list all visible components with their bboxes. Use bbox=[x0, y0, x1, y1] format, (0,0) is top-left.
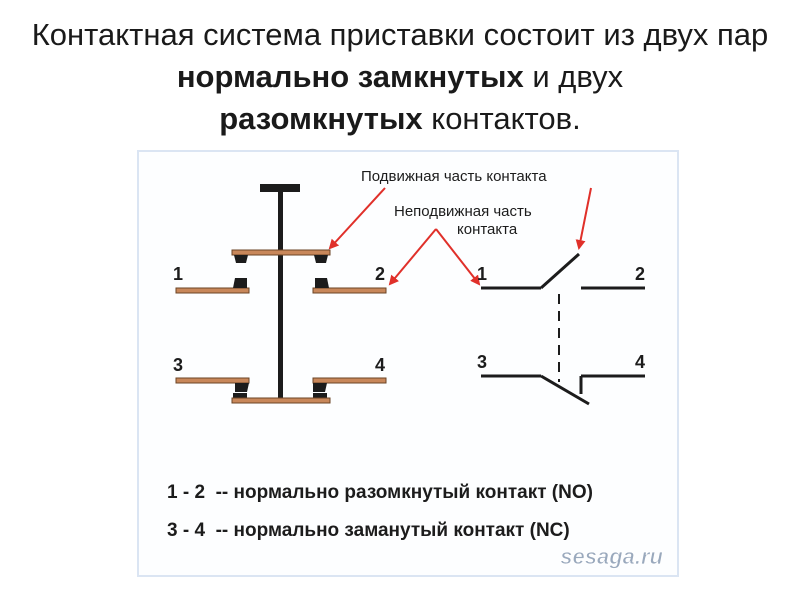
schematic-terminal-label-3: 3 bbox=[477, 352, 487, 372]
upper-moving-contact-left bbox=[234, 255, 248, 263]
schematic-no-blade bbox=[539, 252, 581, 290]
heading-bold-open: разомкнутых bbox=[219, 101, 423, 136]
arrow-fixed-to-schematic-1 bbox=[435, 228, 481, 286]
fixed-terminal-3-strip bbox=[175, 377, 250, 384]
fixed-terminal-2-pad bbox=[315, 278, 329, 288]
terminal-label-3: 3 bbox=[173, 355, 183, 375]
watermark-text: sesaga.ru bbox=[560, 544, 663, 569]
lower-moving-contact-left bbox=[233, 393, 247, 398]
heading-bold-normally-closed: нормально замкнутых bbox=[176, 59, 524, 94]
heading-text-2: и двух bbox=[523, 59, 624, 94]
terminal-label-1: 1 bbox=[173, 264, 183, 284]
upper-moving-bridge bbox=[231, 249, 331, 256]
schematic-terminal-label-1: 1 bbox=[477, 264, 487, 284]
arrow-moving-to-switch bbox=[575, 187, 592, 250]
arrow-fixed-to-terminal-2 bbox=[388, 228, 437, 286]
plunger-shaft bbox=[278, 192, 283, 400]
fixed-terminal-1-pad bbox=[233, 278, 247, 288]
terminal-label-2: 2 bbox=[375, 264, 385, 284]
schematic-symbol bbox=[481, 252, 645, 406]
fixed-terminal-1-strip bbox=[175, 287, 250, 294]
heading-text-3: контактов. bbox=[422, 101, 581, 136]
contact-diagram: 1 2 3 4 Подвижная часть контакта Неподви… bbox=[167, 168, 664, 569]
fixed-terminal-2-strip bbox=[312, 287, 387, 294]
lower-moving-contact-right bbox=[313, 393, 327, 398]
fixed-terminal-3-pad bbox=[235, 383, 249, 392]
legend-no-contact: 1 - 2 -- нормально разомкнутый контакт (… bbox=[167, 482, 593, 503]
physical-contact-assembly bbox=[175, 184, 387, 404]
slide-heading: Контактная система приставки состоит из … bbox=[30, 14, 770, 140]
upper-moving-contact-right bbox=[314, 255, 328, 263]
terminal-label-4: 4 bbox=[375, 355, 385, 375]
fixed-terminal-4-strip bbox=[312, 377, 387, 384]
arrow-moving-to-bridge bbox=[328, 187, 386, 250]
plunger-cap bbox=[260, 184, 300, 192]
schematic-terminal-label-4: 4 bbox=[635, 352, 645, 372]
schematic-terminal-label-2: 2 bbox=[635, 264, 645, 284]
fixed-terminal-4-pad bbox=[313, 383, 327, 392]
label-moving-part: Подвижная часть контакта bbox=[361, 168, 547, 185]
schematic-nc-blade bbox=[540, 374, 590, 406]
legend-nc-contact: 3 - 4 -- нормально заманутый контакт (NC… bbox=[167, 520, 570, 541]
contact-diagram-panel: 1 2 3 4 Подвижная часть контакта Неподви… bbox=[137, 150, 679, 577]
label-fixed-part-line1: Неподвижная часть bbox=[394, 203, 532, 220]
lower-moving-bridge bbox=[231, 397, 331, 404]
heading-text-1: Контактная система приставки состоит из … bbox=[31, 17, 769, 52]
label-fixed-part-line2: контакта bbox=[457, 221, 518, 238]
